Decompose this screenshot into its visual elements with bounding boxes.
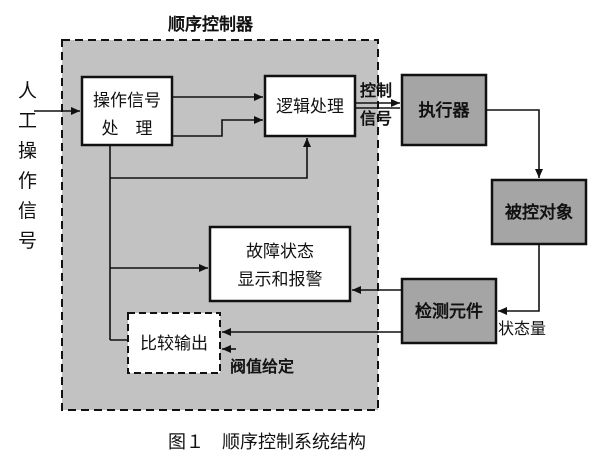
- detector-node: 检测元件: [400, 277, 498, 345]
- input-char: 信: [18, 200, 37, 222]
- state-quantity-label: 状态量: [498, 319, 546, 338]
- input-char: 作: [18, 170, 37, 192]
- edge-executor-object: [486, 109, 543, 178]
- input-char: 工: [18, 110, 37, 132]
- node-label: 比较输出: [140, 334, 208, 354]
- input-char: 操: [18, 140, 37, 162]
- input-char: 号: [18, 230, 37, 252]
- node-label: 处 理: [102, 119, 153, 139]
- logic-node: 逻辑处理: [263, 74, 357, 138]
- node-label: 检测元件: [415, 301, 483, 322]
- node-label: 故障状态: [246, 242, 314, 262]
- edge-trunk-logic: [110, 138, 311, 179]
- edge-object-detector: [498, 244, 540, 315]
- executor-node: 执行器: [400, 73, 488, 147]
- controlled-object-node: 被控对象: [490, 178, 588, 246]
- input-char: 人: [18, 80, 37, 102]
- node-label: 被控对象: [505, 202, 573, 223]
- threshold-label: 阀值给定: [230, 357, 294, 376]
- fault-display-node: 故障状态 显示和报警: [208, 225, 352, 303]
- node-label: 逻辑处理: [276, 97, 344, 117]
- controller-title: 顺序控制器: [168, 14, 254, 35]
- manual-input-label: 人 工 操 作 信 号: [18, 80, 37, 252]
- edge-operation-logic-bottom: [172, 116, 263, 137]
- figure-caption: 图１ 顺序控制系统结构: [168, 432, 366, 453]
- node-label: 执行器: [419, 100, 471, 121]
- compare-output-node: 比较输出: [127, 312, 221, 374]
- node-label: 显示和报警: [238, 270, 323, 290]
- operation-signal-node: 操作信号 处 理: [80, 75, 174, 147]
- node-label: 操作信号: [93, 91, 161, 111]
- control-signal-label-1: 控制: [360, 81, 392, 100]
- control-signal-label-2: 信号: [360, 109, 392, 128]
